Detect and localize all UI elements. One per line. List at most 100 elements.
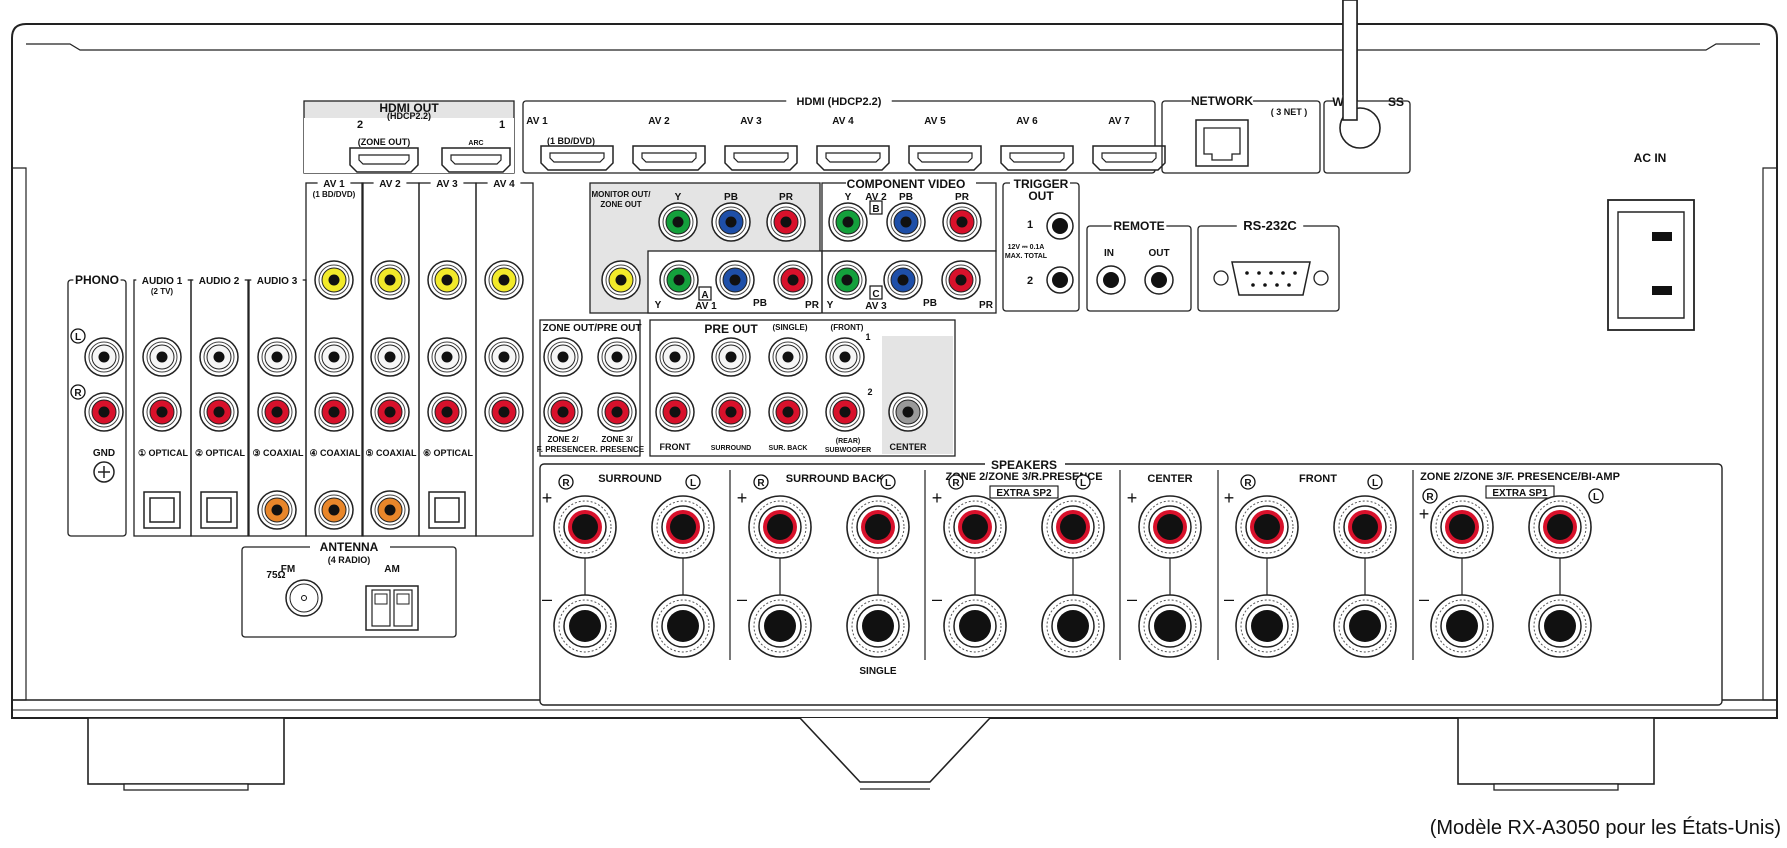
speaker-5-r-positive[interactable] — [1430, 495, 1494, 559]
hdmi-in-av4-port[interactable] — [816, 145, 890, 171]
zone3-r-jack[interactable] — [597, 392, 637, 432]
coaxial-input-3[interactable] — [314, 490, 354, 530]
comp-mon-pr-label: PR — [779, 192, 794, 203]
rs232c-port[interactable] — [1213, 261, 1329, 296]
audio-r-jack-0[interactable] — [142, 392, 182, 432]
pre-out-upper-jack-2[interactable] — [768, 337, 808, 377]
pre-out-lower-jack-1[interactable] — [711, 392, 751, 432]
speaker-0-r-negative[interactable] — [553, 594, 617, 658]
pre-out-upper-jack-3[interactable] — [825, 337, 865, 377]
pre-out-lower-jack-3[interactable] — [825, 392, 865, 432]
speaker-0-l-negative[interactable] — [651, 594, 715, 658]
speaker-1-l-positive[interactable] — [846, 495, 910, 559]
audio-r-jack-4[interactable] — [370, 392, 410, 432]
comp-a-pb-jack[interactable] — [715, 260, 755, 300]
zone2-l-jack[interactable] — [543, 337, 583, 377]
audio-r-jack-2[interactable] — [257, 392, 297, 432]
speaker-1-r-positive[interactable] — [748, 495, 812, 559]
phono-l-jack[interactable] — [84, 337, 124, 377]
comp-monitor-pb-jack[interactable] — [711, 202, 751, 242]
speaker-5-r-negative[interactable] — [1430, 594, 1494, 658]
speaker-3-r-positive[interactable] — [1138, 495, 1202, 559]
comp-a-y-jack[interactable] — [659, 260, 699, 300]
speaker-4-r-negative[interactable] — [1235, 594, 1299, 658]
hdmi-in-av2-port[interactable] — [632, 145, 706, 171]
audio-l-jack-6[interactable] — [484, 337, 524, 377]
comp-b-pr-jack[interactable] — [942, 202, 982, 242]
pre-out-upper-jack-0[interactable] — [655, 337, 695, 377]
audio-l-jack-0[interactable] — [142, 337, 182, 377]
comp-c-pb-jack[interactable] — [883, 260, 923, 300]
phono-l-mark — [70, 328, 86, 344]
hdmi-in-av6-port[interactable] — [1000, 145, 1074, 171]
speaker-2-l-positive[interactable] — [1041, 495, 1105, 559]
audio-r-jack-1[interactable] — [199, 392, 239, 432]
comp-a-pr-jack[interactable] — [773, 260, 813, 300]
pre-out-lower-jack-0[interactable] — [655, 392, 695, 432]
speaker-1-r-negative[interactable] — [748, 594, 812, 658]
composite-jack-5[interactable] — [427, 260, 467, 300]
jack-pin — [328, 406, 340, 418]
speaker-3-r-negative[interactable] — [1138, 594, 1202, 658]
digital-label-2: ③ COAXIAL — [252, 448, 304, 458]
hdmi-tongue — [1101, 152, 1157, 163]
comp-monitor-pr-jack[interactable] — [766, 202, 806, 242]
optical-input-5[interactable] — [428, 491, 466, 529]
comp-a-pr-label: PR — [805, 300, 820, 311]
hdmi-in-av1-port[interactable] — [540, 145, 614, 171]
wireless-antenna-rod — [1342, 0, 1358, 121]
post-hole — [1254, 514, 1280, 540]
speaker-2-r-positive[interactable] — [943, 495, 1007, 559]
zone3-l-jack[interactable] — [597, 337, 637, 377]
audio-l-jack-5[interactable] — [427, 337, 467, 377]
speaker-5-l-negative[interactable] — [1528, 594, 1592, 658]
audio-r-jack-3[interactable] — [314, 392, 354, 432]
pre-out-lower-jack-2[interactable] — [768, 392, 808, 432]
pre-out-upper-jack-1[interactable] — [711, 337, 751, 377]
antenna-fm-jack[interactable] — [285, 579, 323, 617]
hdmi-in-av5-port[interactable] — [908, 145, 982, 171]
phono-r-jack[interactable] — [84, 392, 124, 432]
composite-jack-4[interactable] — [370, 260, 410, 300]
audio-l-jack-1[interactable] — [199, 337, 239, 377]
speaker-4-r-positive[interactable] — [1235, 495, 1299, 559]
comp-a-letter — [698, 286, 712, 301]
zone2-r-jack[interactable] — [543, 392, 583, 432]
pre-out-center-jack[interactable] — [888, 392, 928, 432]
audio-l-jack-4[interactable] — [370, 337, 410, 377]
antenna-am-terminal[interactable] — [365, 585, 419, 631]
comp-b-y-jack[interactable] — [828, 202, 868, 242]
optical-input-1[interactable] — [200, 491, 238, 529]
speaker-0-r-positive[interactable] — [553, 495, 617, 559]
hdmi-in-av3-port[interactable] — [724, 145, 798, 171]
input-col-gap-6 — [487, 176, 521, 189]
audio-l-jack-2[interactable] — [257, 337, 297, 377]
comp-c-pr-jack[interactable] — [941, 260, 981, 300]
ac-in-socket[interactable] — [1607, 199, 1695, 331]
audio-l-jack-3[interactable] — [314, 337, 354, 377]
comp-monitor-y-jack[interactable] — [658, 202, 698, 242]
hdmi-out-1-port[interactable] — [441, 147, 511, 173]
optical-input-0[interactable] — [143, 491, 181, 529]
composite-jack-6[interactable] — [484, 260, 524, 300]
coaxial-input-4[interactable] — [370, 490, 410, 530]
hdmi-out-2-port[interactable] — [349, 147, 419, 173]
composite-jack-3[interactable] — [314, 260, 354, 300]
audio-r-jack-5[interactable] — [427, 392, 467, 432]
hdmi-in-av7-port[interactable] — [1092, 145, 1166, 171]
trigger-title-2: OUT — [1028, 189, 1054, 203]
speaker-0-l-positive[interactable] — [651, 495, 715, 559]
speaker-group-title-3: CENTER — [1147, 473, 1192, 485]
speaker-5-l-positive[interactable] — [1528, 495, 1592, 559]
speaker-2-r-negative[interactable] — [943, 594, 1007, 658]
speaker-4-l-positive[interactable] — [1333, 495, 1397, 559]
comp-c-y-jack[interactable] — [827, 260, 867, 300]
network-lan-port[interactable] — [1195, 119, 1249, 167]
speaker-2-l-negative[interactable] — [1041, 594, 1105, 658]
coaxial-input-2[interactable] — [257, 490, 297, 530]
comp-b-pb-jack[interactable] — [886, 202, 926, 242]
speaker-1-l-negative[interactable] — [846, 594, 910, 658]
audio-r-jack-6[interactable] — [484, 392, 524, 432]
speaker-4-l-negative[interactable] — [1333, 594, 1397, 658]
comp-monitor-composite-jack[interactable] — [601, 260, 641, 300]
